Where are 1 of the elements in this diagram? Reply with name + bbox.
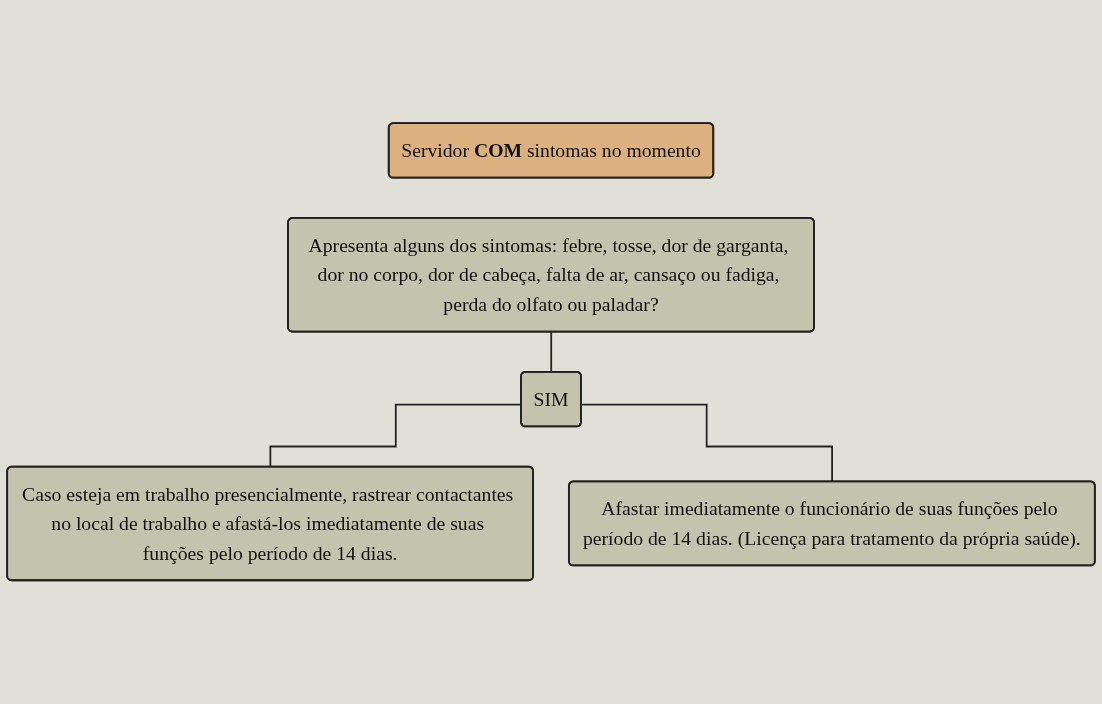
connector — [550, 331, 553, 374]
